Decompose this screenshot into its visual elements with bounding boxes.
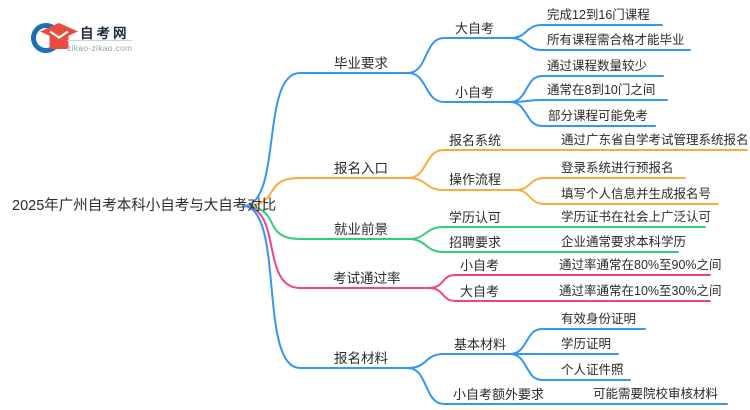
leaf-node[interactable]: 通过率通常在80%至90%之间 <box>559 258 722 272</box>
leaf-node[interactable]: 登录系统进行预报名 <box>561 161 674 175</box>
node-small-zikao-passrate[interactable]: 小自考 <box>460 258 500 273</box>
root-node[interactable]: 2025年广州自考本科小自考与大自考对比 <box>12 198 277 214</box>
leaf-node[interactable]: 填写个人信息并生成报名号 <box>561 187 712 201</box>
edge-root-graduation-requirements <box>242 72 409 207</box>
edge-root-registration-entrance <box>242 177 409 207</box>
node-operation-process[interactable]: 操作流程 <box>449 172 502 187</box>
edge-registration-system-row <box>407 149 748 179</box>
leaf-node[interactable]: 通过课程数量较少 <box>547 59 648 73</box>
leaf-node[interactable]: 企业通常要求本科学历 <box>561 235 687 249</box>
node-basic-materials[interactable]: 基本材料 <box>454 337 507 352</box>
node-employment-prospects[interactable]: 就业前景 <box>334 222 388 237</box>
leaf-node[interactable]: 完成12到16门课程 <box>547 8 650 22</box>
node-graduation-requirements[interactable]: 毕业要求 <box>334 56 388 71</box>
leaf-node[interactable]: 个人证件照 <box>561 363 624 377</box>
site-logo[interactable]: 自考网 zikao-zikao.com <box>0 0 170 62</box>
edge-basic-leaf3 <box>509 353 631 381</box>
edge-extra-requirement-row <box>407 367 728 405</box>
node-big-zikao-passrate[interactable]: 大自考 <box>460 284 500 299</box>
leaf-node[interactable]: 通过广东省自学考试管理系统报名 <box>561 133 749 147</box>
node-big-zikao-graduation[interactable]: 大自考 <box>455 21 495 36</box>
node-registration-system[interactable]: 报名系统 <box>449 133 502 148</box>
node-small-zikao-extra-requirement[interactable]: 小自考额外要求 <box>453 387 545 402</box>
logo-title: 自考网 <box>80 26 130 41</box>
leaf-node[interactable]: 学历证明 <box>561 337 612 351</box>
leaf-node[interactable]: 学历证书在社会上广泛认可 <box>561 210 712 224</box>
edge-big-zikao-leaf2 <box>509 37 691 51</box>
node-registration-entrance[interactable]: 报名入口 <box>334 161 388 176</box>
node-exam-pass-rate[interactable]: 考试通过率 <box>333 271 401 286</box>
leaf-node[interactable]: 可能需要院校审核材料 <box>593 387 719 401</box>
edge-graduation-big-zikao <box>407 37 511 74</box>
node-recruitment-requirement[interactable]: 招聘要求 <box>449 235 502 250</box>
logo-graduation-cap-icon <box>31 23 78 53</box>
leaf-node[interactable]: 所有课程需合格才能毕业 <box>547 33 685 47</box>
node-degree-recognition[interactable]: 学历认可 <box>449 210 502 225</box>
edge-operation-process <box>407 177 516 191</box>
edge-recruitment-requirement-row <box>407 238 679 253</box>
edge-root-registration-materials <box>242 205 409 369</box>
edge-small-zikao-leaf2 <box>509 99 668 103</box>
edge-root-exam-pass-rate <box>242 205 429 289</box>
edge-small-zikao-leaf3 <box>509 101 656 127</box>
leaf-node[interactable]: 通常在8到10门之间 <box>547 83 656 97</box>
logo-divider <box>67 40 132 41</box>
leaf-node[interactable]: 通过率通常在10%至30%之间 <box>559 284 722 298</box>
edge-root-employment-prospects <box>242 205 409 240</box>
edge-basic-materials <box>407 353 511 369</box>
node-small-zikao-graduation[interactable]: 小自考 <box>455 85 495 100</box>
leaf-node[interactable]: 部分课程可能免考 <box>548 109 649 123</box>
edge-passrate-big-row <box>427 287 711 302</box>
leaf-node[interactable]: 有效身份证明 <box>561 312 637 326</box>
logo-domain: zikao-zikao.com <box>67 43 133 53</box>
node-registration-materials[interactable]: 报名材料 <box>334 351 388 366</box>
edge-operation-leaf2 <box>514 189 719 205</box>
edge-graduation-small-zikao <box>407 72 511 103</box>
